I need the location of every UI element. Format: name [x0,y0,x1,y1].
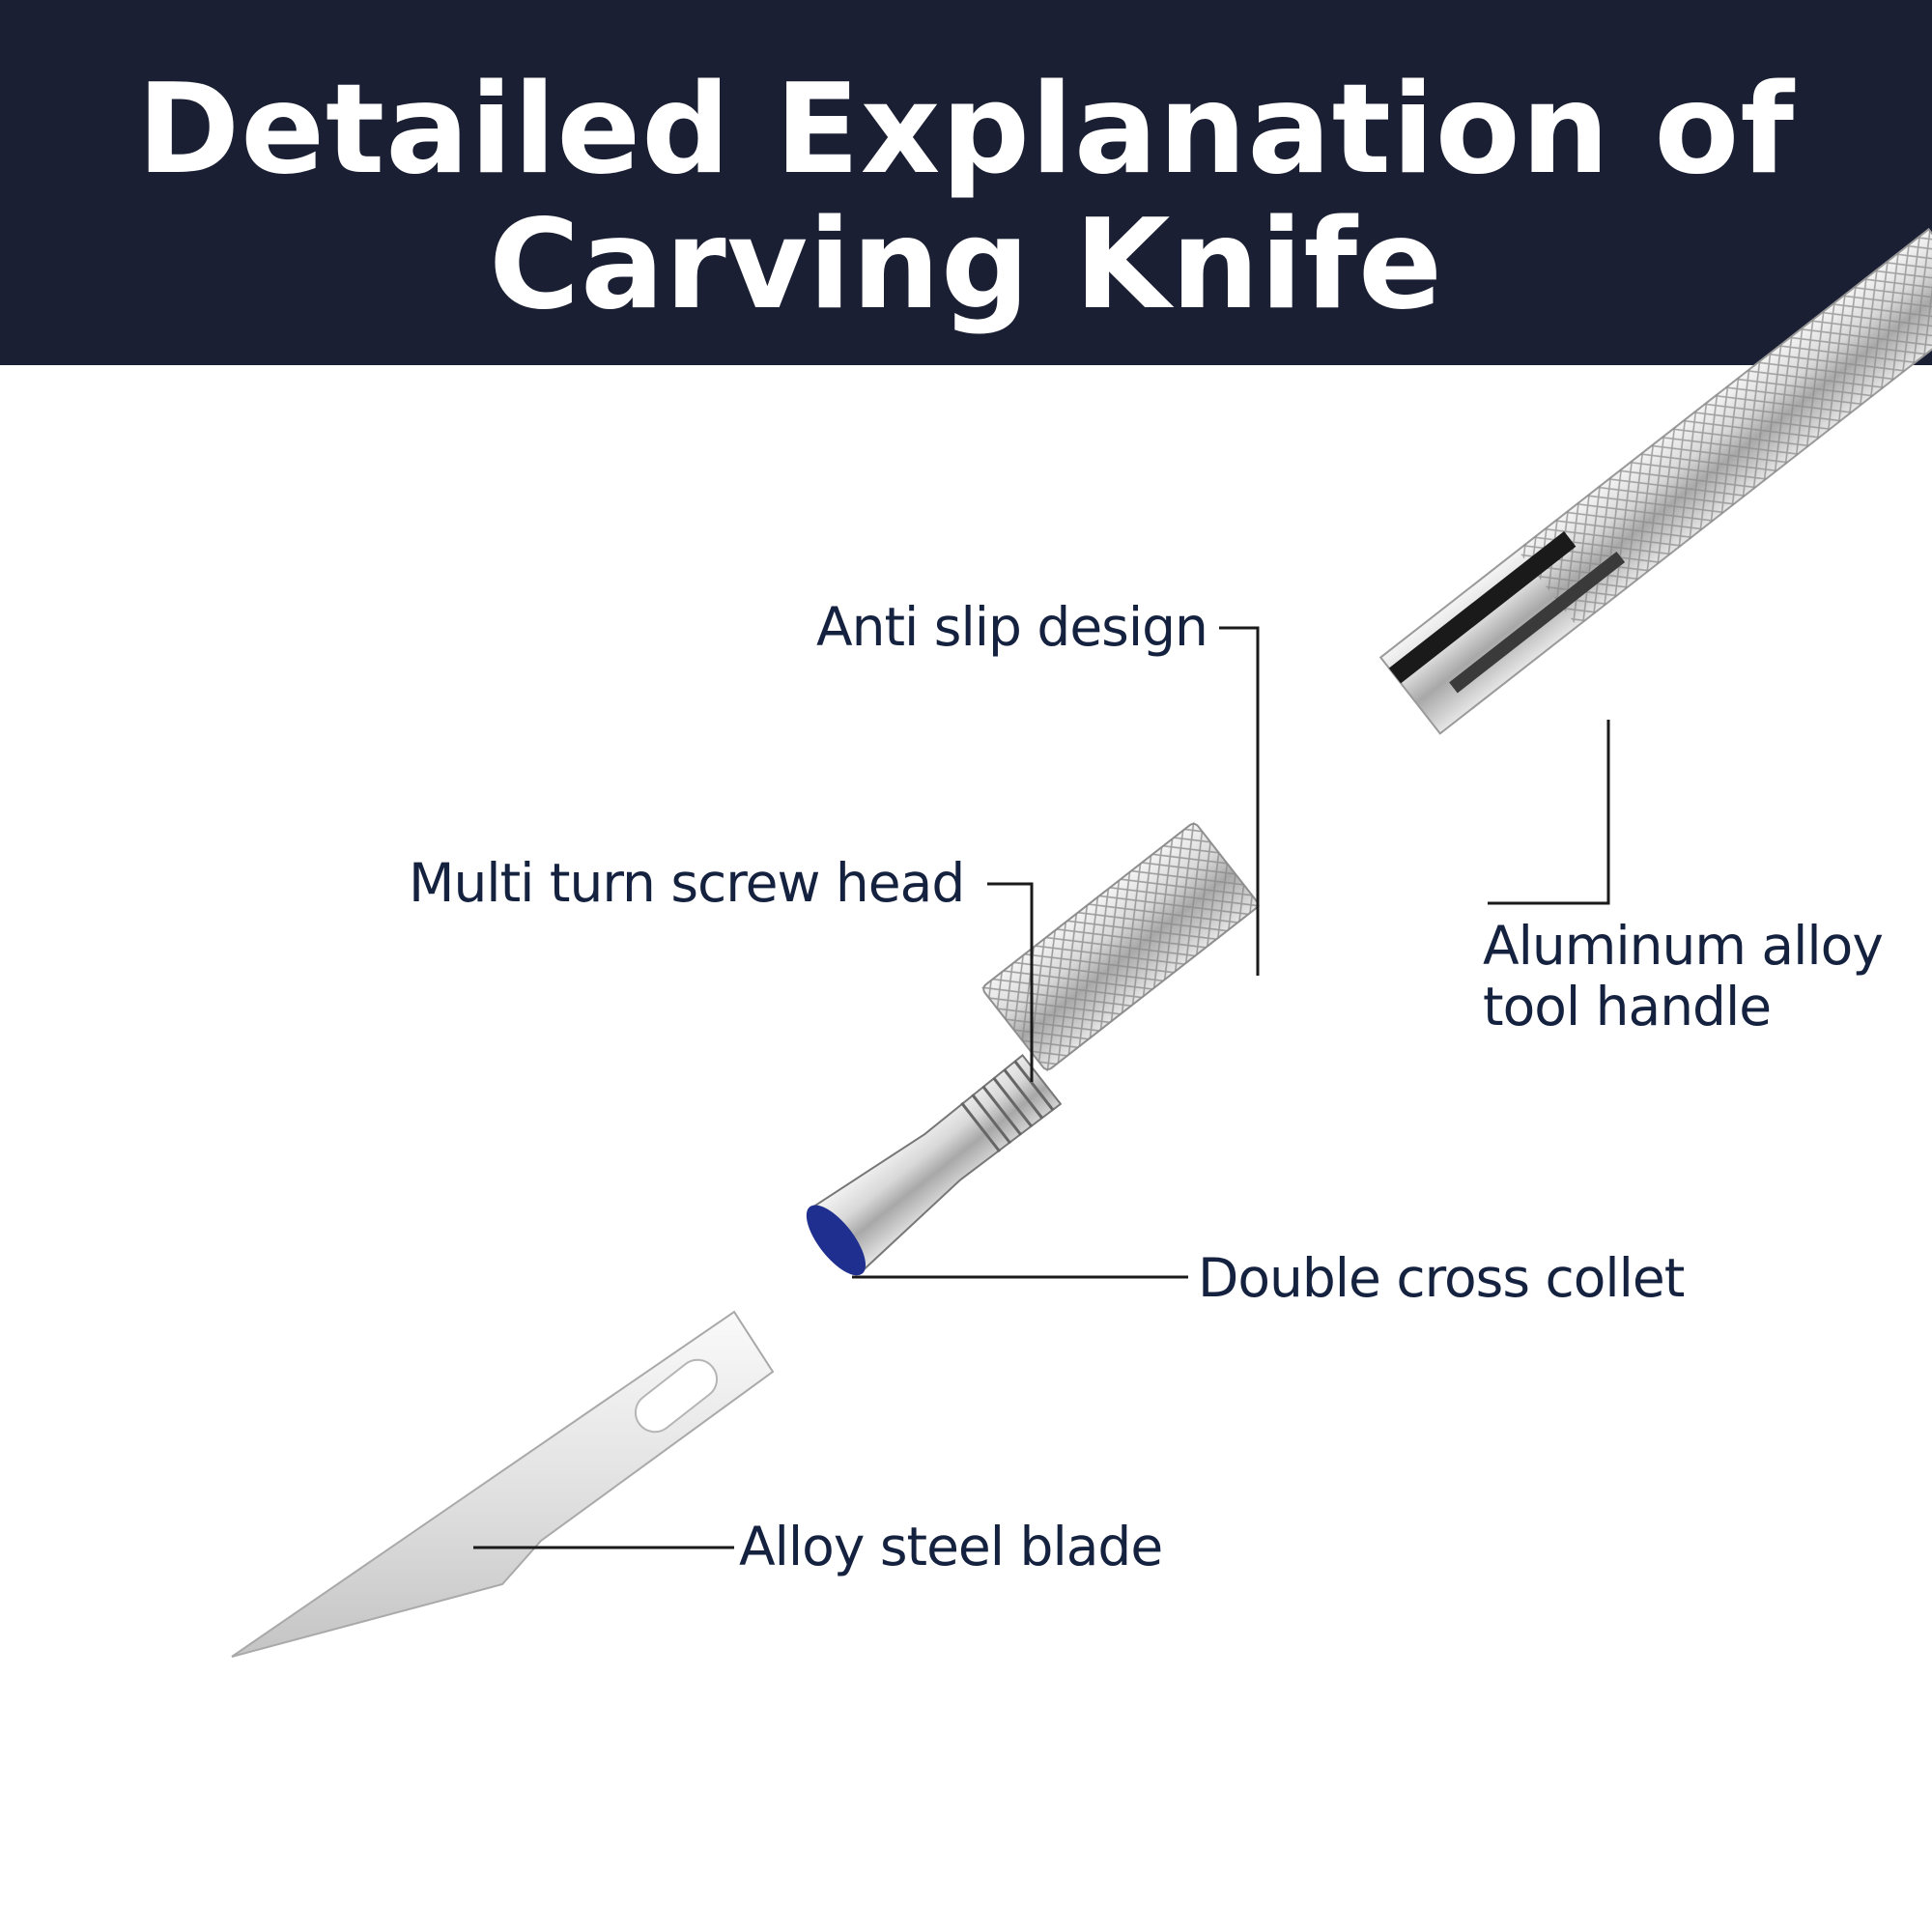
blade [231,1310,775,1658]
screw-head-collet [806,1054,1063,1276]
anti-slip-sleeve [980,821,1261,1072]
title-line-1: Detailed Explanation of [136,58,1796,202]
handle-body [1378,227,1932,735]
label-double-cross-collet: Double cross collet [1198,1247,1685,1309]
label-handle-line-1: Aluminum alloy [1483,915,1883,977]
label-anti-slip-design: Anti slip design [816,596,1208,658]
leader-screw-head [987,882,1034,1082]
label-multi-turn-screw-head: Multi turn screw head [409,852,964,914]
title-line-2: Carving Knife [489,193,1443,337]
leader-handle [1488,720,1610,905]
collet-ring [806,1205,867,1276]
label-handle-line-2: tool handle [1483,976,1771,1037]
leader-anti-slip [1219,626,1260,976]
label-alloy-steel-blade: Alloy steel blade [739,1516,1162,1577]
title-banner: Detailed Explanation of Carving Knife [0,0,1932,365]
